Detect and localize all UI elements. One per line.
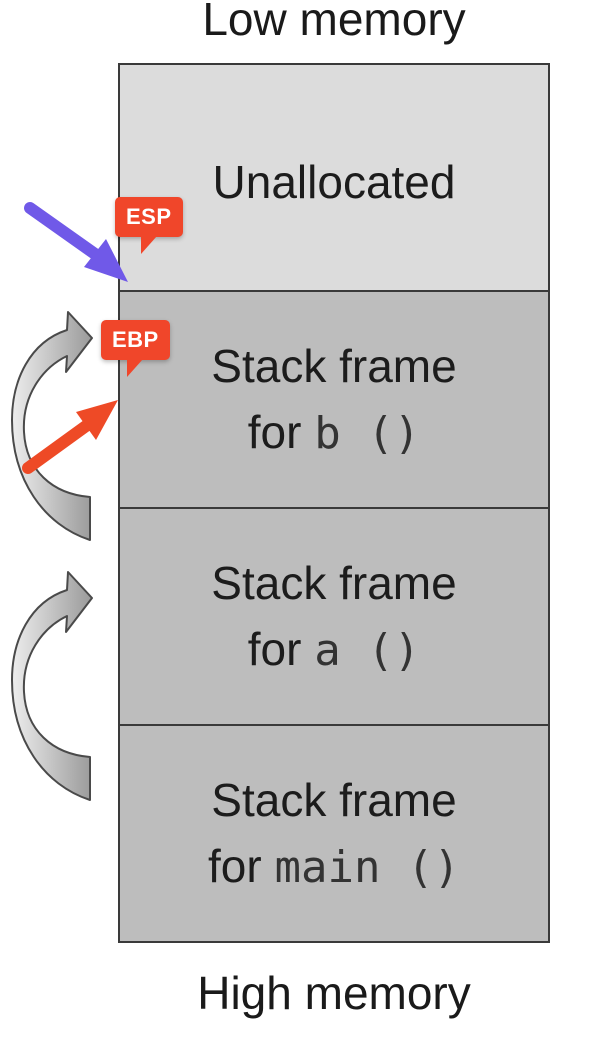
ebp-tag: EBP	[101, 320, 170, 377]
stack-frame-b-func-line: for b ()	[248, 399, 420, 466]
arrow-down-right-icon	[24, 202, 128, 282]
esp-tag: ESP	[115, 197, 183, 254]
stack-frame-b-prefix: for	[247, 406, 315, 459]
stack-frame-a-func-line: for a ()	[248, 616, 420, 683]
stack-frame-main-prefix: for	[208, 840, 275, 893]
unallocated-region: Unallocated	[120, 65, 548, 290]
stack-diagram: Unallocated Stack frame for b () Stack f…	[118, 63, 550, 943]
stack-frame-a-title: Stack frame	[211, 556, 457, 609]
stack-frame-main-title: Stack frame	[211, 773, 457, 826]
stack-frame-main-func-line: for main ()	[208, 833, 460, 900]
unallocated-label: Unallocated	[212, 156, 456, 209]
stack-frame-a: Stack frame for a ()	[120, 507, 548, 724]
stack-frame-main-func: main	[274, 842, 381, 894]
curved-arrow-icon	[11, 571, 93, 801]
stack-frame-b-func: b	[314, 408, 341, 460]
stack-frame-a-parens: ()	[340, 625, 421, 677]
curved-arrow-icon	[11, 311, 93, 541]
low-memory-label: Low memory	[202, 0, 466, 45]
stack-frame-main: Stack frame for main ()	[120, 724, 548, 941]
stack-frame-a-func: a	[314, 625, 341, 677]
stack-frame-b-parens: ()	[340, 408, 421, 460]
arrow-up-right-icon	[22, 400, 118, 474]
stack-frame-b: Stack frame for b ()	[120, 290, 548, 507]
stack-frame-main-parens: ()	[380, 842, 460, 894]
stack-frame-a-prefix: for	[247, 623, 315, 676]
high-memory-label: High memory	[197, 967, 471, 1019]
stack-frame-b-title: Stack frame	[211, 339, 457, 392]
